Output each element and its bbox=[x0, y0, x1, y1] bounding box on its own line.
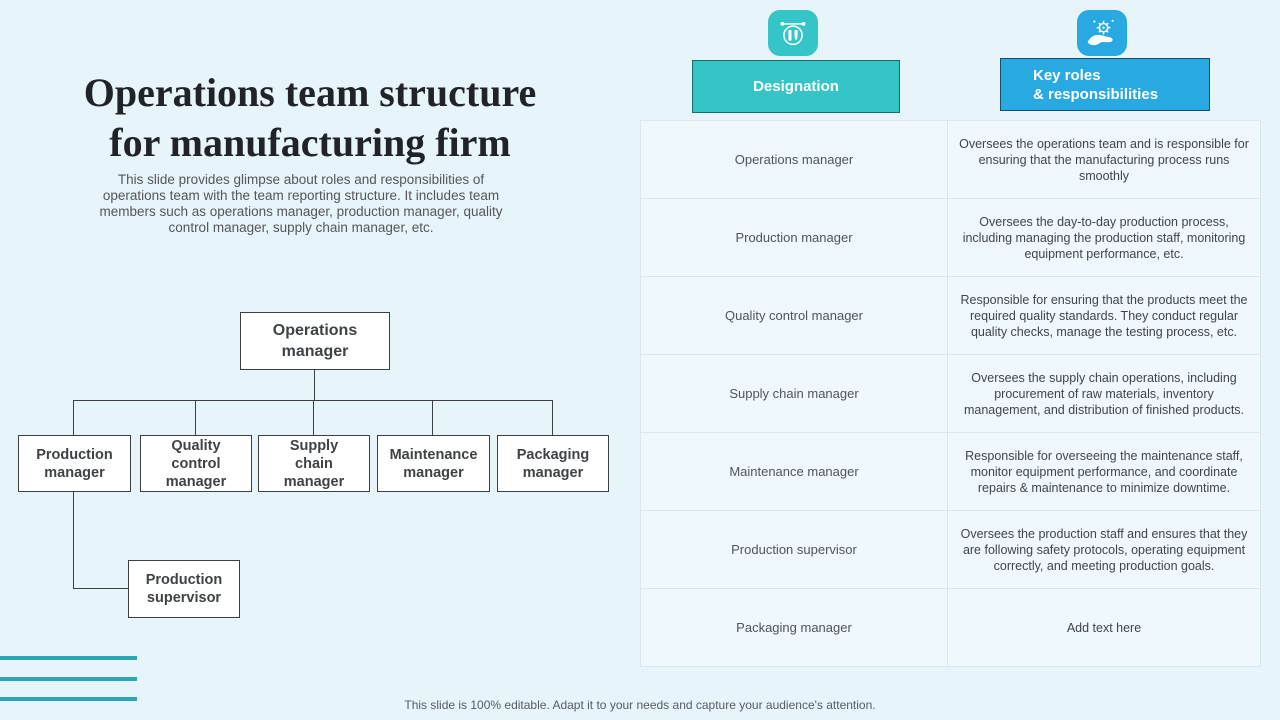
slide-description: This slide provides glimpse about roles … bbox=[99, 172, 503, 235]
accent-bar bbox=[0, 656, 137, 660]
table-row: Maintenance manager Responsible for over… bbox=[640, 432, 1261, 511]
designation-cell: Supply chain manager bbox=[640, 354, 948, 433]
accent-bar bbox=[0, 677, 137, 681]
description-cell: Add text here bbox=[947, 588, 1261, 667]
table-row: Quality control manager Responsible for … bbox=[640, 276, 1261, 355]
table-row: Production supervisor Oversees the produ… bbox=[640, 510, 1261, 589]
designation-cell: Maintenance manager bbox=[640, 432, 948, 511]
page-title: Operations team structure for manufactur… bbox=[83, 70, 537, 165]
table-row: Operations manager Oversees the operatio… bbox=[640, 120, 1261, 199]
connector-line bbox=[195, 400, 196, 435]
description-cell: Oversees the day-to-day production proce… bbox=[947, 198, 1261, 277]
description-cell: Responsible for overseeing the maintenan… bbox=[947, 432, 1261, 511]
connector-line bbox=[73, 588, 129, 589]
designation-cell: Production supervisor bbox=[640, 510, 948, 589]
connector-line bbox=[432, 400, 433, 435]
org-node-production-supervisor: Production supervisor bbox=[128, 560, 240, 618]
table-header-key-roles: Key roles & responsibilities bbox=[1000, 58, 1210, 111]
connector-line bbox=[552, 400, 553, 435]
description-cell: Oversees the production staff and ensure… bbox=[947, 510, 1261, 589]
description-cell: Oversees the operations team and is resp… bbox=[947, 120, 1261, 199]
roles-table: Operations manager Oversees the operatio… bbox=[640, 120, 1261, 667]
connector-line bbox=[73, 400, 74, 435]
designation-cell: Production manager bbox=[640, 198, 948, 277]
footer-note: This slide is 100% editable. Adapt it to… bbox=[404, 698, 876, 712]
connector-line bbox=[73, 491, 74, 589]
accent-bar bbox=[0, 697, 137, 701]
org-node-supply-chain-manager: Supply chain manager bbox=[258, 435, 370, 492]
hand-gear-icon bbox=[1077, 10, 1127, 56]
org-node-packaging-manager: Packaging manager bbox=[497, 435, 609, 492]
org-node-operations-manager: Operations manager bbox=[240, 312, 390, 370]
table-row: Supply chain manager Oversees the supply… bbox=[640, 354, 1261, 433]
designation-cell: Operations manager bbox=[640, 120, 948, 199]
table-row: Production manager Oversees the day-to-d… bbox=[640, 198, 1261, 277]
description-cell: Oversees the supply chain operations, in… bbox=[947, 354, 1261, 433]
connector-line bbox=[314, 369, 315, 400]
description-cell: Responsible for ensuring that the produc… bbox=[947, 276, 1261, 355]
table-row: Packaging manager Add text here bbox=[640, 588, 1261, 667]
table-header-designation: Designation bbox=[692, 60, 900, 113]
org-node-quality-control-manager: Quality control manager bbox=[140, 435, 252, 492]
designation-cell: Quality control manager bbox=[640, 276, 948, 355]
design-tool-icon bbox=[768, 10, 818, 56]
roles-table-body: Operations manager Oversees the operatio… bbox=[640, 120, 1261, 667]
connector-line bbox=[313, 400, 314, 435]
designation-cell: Packaging manager bbox=[640, 588, 948, 667]
org-node-production-manager: Production manager bbox=[18, 435, 131, 492]
org-node-maintenance-manager: Maintenance manager bbox=[377, 435, 490, 492]
